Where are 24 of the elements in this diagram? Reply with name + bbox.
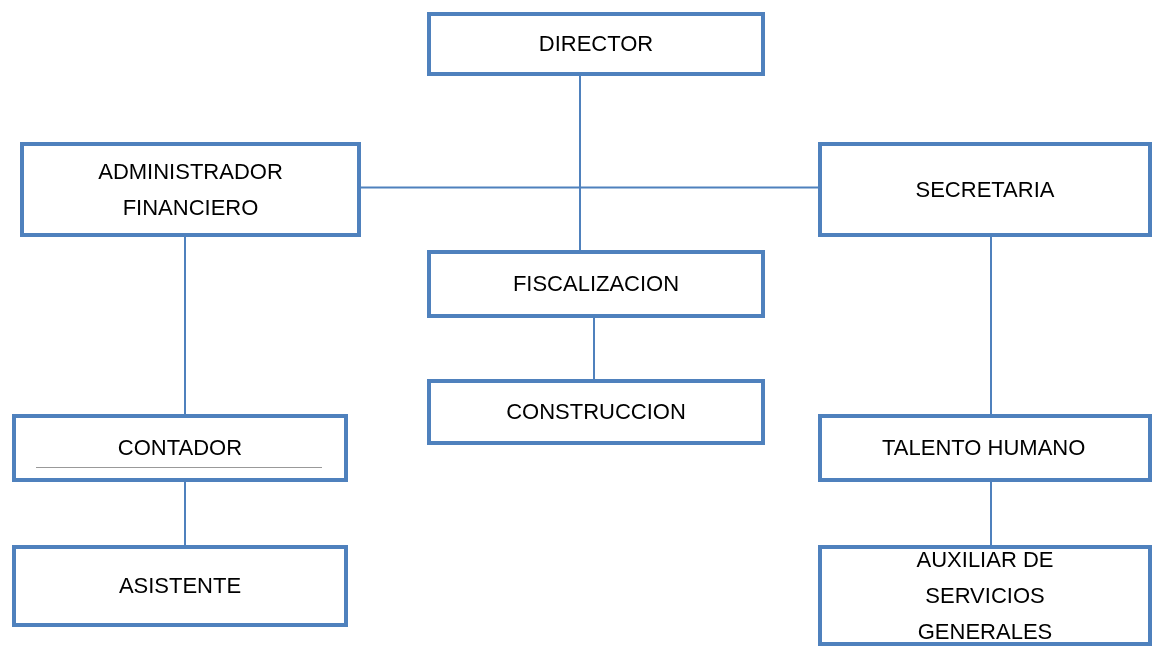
org-box: [427, 250, 765, 318]
box-label: FISCALIZACION: [511, 270, 681, 298]
connector-line: [593, 317, 595, 380]
connector-line: [184, 236, 186, 415]
org-box: [12, 414, 348, 482]
connector-line: [990, 236, 992, 415]
box-label: CONSTRUCCION: [505, 398, 687, 426]
box-label: ASISTENTE: [117, 572, 243, 600]
box-label: CONTADOR: [116, 434, 244, 462]
box-label: SECRETARIA: [914, 175, 1056, 204]
box-label: DIRECTOR: [537, 30, 655, 58]
box-label: AUXILIAR DE SERVICIOS GENERALES: [915, 545, 1055, 646]
org-box: [427, 12, 765, 76]
org-box: [20, 142, 361, 237]
org-box: [818, 414, 1152, 482]
org-box: [427, 379, 765, 445]
org-box: [818, 545, 1152, 646]
box-label: ADMINISTRADOR FINANCIERO: [97, 157, 284, 222]
connector-line: [184, 481, 186, 546]
org-box: [12, 545, 348, 627]
connector-line: [990, 481, 992, 546]
connector-line: [579, 75, 581, 251]
org-box: [818, 142, 1152, 237]
box-label: TALENTO HUMANO: [881, 434, 1087, 462]
